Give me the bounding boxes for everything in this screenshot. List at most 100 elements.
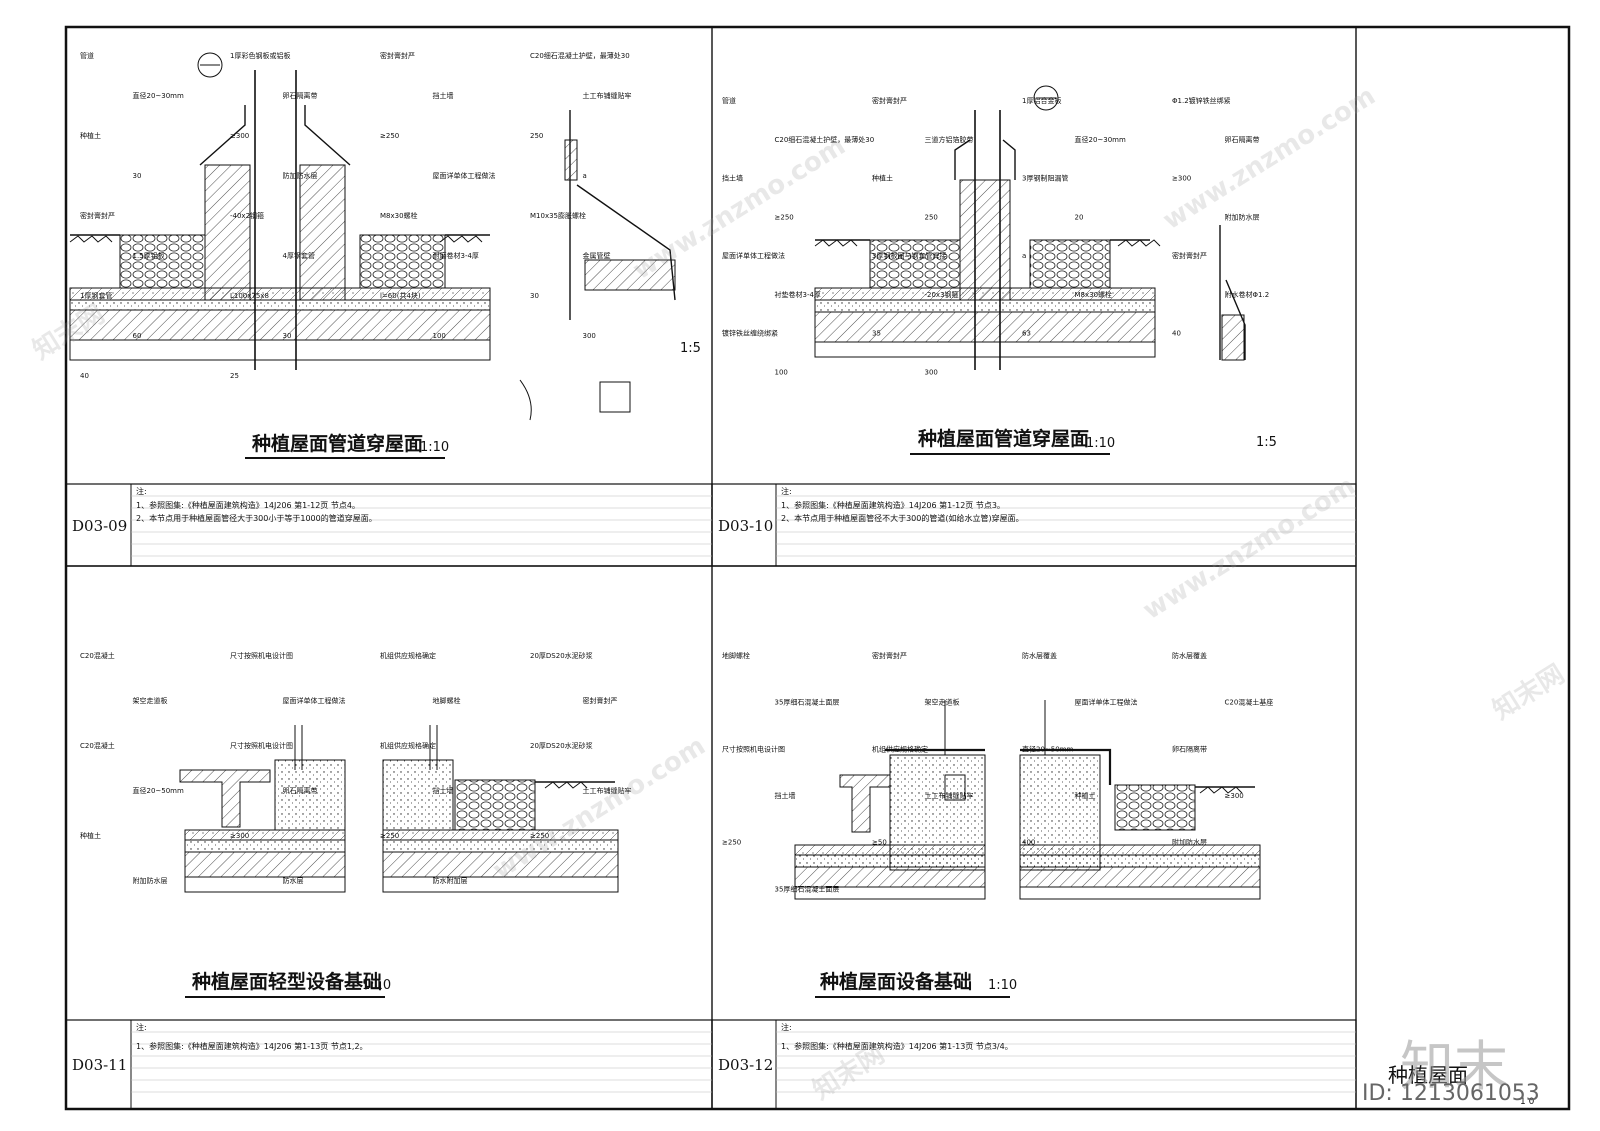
callout-label: ≥50 (872, 839, 887, 847)
callout-label: 3厚钢制阻漏管 (1022, 174, 1068, 183)
callout-label: 管道 (80, 51, 94, 60)
panel-title-d03-09: 种植屋面管道穿屋面 (251, 432, 423, 455)
callout-label: 30 (530, 292, 539, 300)
detail-scale-d03-09: 1:5 (680, 341, 701, 356)
callout-label: 架空走道板 (133, 696, 168, 705)
callout-label: 镀锌铁丝缠绕绑紧 (722, 329, 778, 338)
callout-label: 35厚细石混凝土面层 (775, 884, 840, 893)
callout-label: ≥300 (1225, 792, 1244, 800)
note-head-d03-10: 注: (781, 486, 792, 496)
callout-label: 土工布铺缝贴牢 (925, 791, 974, 800)
note-line: 1、参照图集:《种植屋面建筑构造》14J206 第1-13页 节点3/4。 (781, 1041, 1013, 1051)
callout-label: C20细石混凝土护壁，最薄处30 (530, 51, 630, 60)
callout-label: 密封膏封严 (872, 96, 907, 105)
callout-label: 地脚螺栓 (433, 696, 461, 705)
callout-label: 40 (80, 372, 89, 380)
note-line: 2、本节点用于种植屋面管径大于300小于等于1000的管道穿屋面。 (136, 513, 377, 523)
watermark-brand-logo: 知末 (1400, 1035, 1508, 1098)
callout-label: ≥250 (775, 213, 794, 221)
callout-label: 卵石隔离带 (283, 786, 318, 795)
callout-label: a (583, 172, 587, 180)
callout-label: 地脚螺栓 (722, 651, 750, 660)
callout-label: l=60(共4块) (380, 291, 421, 300)
callout-label: Φ1.2镀锌铁丝绑紧 (1172, 96, 1231, 105)
callout-label: 100 (433, 332, 446, 340)
panel-title-d03-12: 种植屋面设备基础 (819, 970, 972, 993)
sheet-frame (64, 25, 1571, 1111)
callout-label: 250 (925, 213, 938, 221)
note-head-d03-09: 注: (136, 486, 147, 496)
watermark-site: www.znzmo.com (1138, 471, 1361, 626)
callout-label: 屋面详单体工程做法 (283, 696, 346, 705)
panel-scale-d03-10: 1:10 (1086, 436, 1115, 451)
panel-scale-d03-12: 1:10 (988, 978, 1017, 993)
panel-title-d03-11: 种植屋面轻型设备基础 (191, 970, 382, 993)
watermark-site-cn: 知末网 (1488, 659, 1570, 726)
callout-label: 挡土墙 (775, 791, 796, 800)
sheet-title: 种植屋面 (1388, 1063, 1468, 1087)
panel-title-d03-10: 种植屋面管道穿屋面 (917, 427, 1089, 450)
callout-label: 屋面详单体工程做法 (1075, 698, 1138, 707)
callout-label: C20混凝土 (80, 651, 115, 660)
callout-label: 屋面详单体工程做法 (722, 251, 785, 260)
callout-label: 防水层 (283, 876, 304, 885)
callout-label: 直径20~50mm (133, 786, 184, 795)
panel-scale-d03-09: 1:10 (420, 440, 449, 455)
callout-label: 密封膏封严 (1172, 251, 1207, 260)
callout-label: 土工布铺缝贴牢 (583, 786, 632, 795)
callout-label: C20细石混凝土护壁，最薄处30 (775, 135, 875, 144)
note-head-d03-11: 注: (136, 1022, 147, 1032)
note-line: 1、参照图集:《种植屋面建筑构造》14J206 第1-13页 节点1,2。 (136, 1041, 368, 1051)
detail-drawing-d03-09 (69, 52, 676, 421)
callout-label: 300 (583, 332, 596, 340)
callout-label: 防水层覆盖 (1022, 651, 1057, 660)
callout-label: 挡土墙 (722, 174, 743, 183)
callout-label: 防水层覆盖 (1172, 651, 1207, 660)
sheet-number: 1 0 (1520, 1097, 1535, 1107)
callout-label: 土工布铺缝贴牢 (583, 91, 632, 100)
callout-label: M10x35膨胀螺栓 (530, 211, 586, 220)
callout-label: 4厚钢套管 (283, 251, 315, 260)
callout-label: a (1022, 252, 1026, 260)
callout-label: 耐磨卷材3-4厚 (433, 251, 479, 260)
detail-drawing-d03-12 (794, 700, 1261, 900)
callout-label: 架空走道板 (925, 698, 960, 707)
callout-label: 尺寸按照机电设计图 (230, 651, 293, 660)
callout-label: 25 (230, 372, 239, 380)
callout-label: 管道 (722, 96, 736, 105)
callout-label: 63 (1022, 330, 1031, 338)
callout-label: -40x2钢箍 (230, 211, 264, 220)
note-ruling (131, 495, 1356, 1093)
note-line: 1、参照图集:《种植屋面建筑构造》14J206 第1-12页 节点3。 (781, 500, 1005, 510)
callout-label: 屋面详单体工程做法 (433, 171, 496, 180)
note-head-d03-12: 注: (781, 1022, 792, 1032)
callout-label: -20x3钢箍 (925, 290, 959, 299)
callout-label: 附加防水层 (1225, 212, 1260, 221)
note-line: 2、本节点用于种植屋面管径不大于300的管道(如给水立管)穿屋面。 (781, 513, 1024, 523)
callout-label: C20混凝土 (80, 741, 115, 750)
panel-titles: 种植屋面管道穿屋面 1:10 1:5 种植屋面管道穿屋面 1:10 1:5 种植… (185, 341, 1277, 998)
callout-label: ≥250 (380, 832, 399, 840)
callout-label: ≥300 (230, 132, 249, 140)
callout-label: 金属管壁 (583, 251, 611, 260)
callout-label: 20厚DS20水泥砂浆 (530, 651, 593, 660)
callout-label: ≥250 (722, 839, 741, 847)
watermarks: www.znzmo.com www.znzmo.com www.znzmo.co… (28, 81, 1570, 1106)
panel-notes: D03-09 注: 1、参照图集:《种植屋面建筑构造》14J206 第1-12页… (72, 486, 1024, 1074)
callout-label: 1厚铝合金板 (1022, 96, 1061, 105)
callout-label: ≥300 (1172, 175, 1191, 183)
callout-label: 250 (530, 132, 543, 140)
callout-label: ≥250 (530, 832, 549, 840)
detail-code-d03-11: D03-11 (72, 1056, 127, 1074)
watermark-id: ID: 1213061053 (1362, 1081, 1540, 1106)
callout-label: 35厚细石混凝土面层 (775, 698, 840, 707)
callout-label: 防加防水层 (283, 171, 318, 180)
detail-scale-d03-10: 1:5 (1256, 435, 1277, 450)
callout-label: 直径20~30mm (1075, 135, 1126, 144)
callout-label: 35 (872, 330, 881, 338)
panel-scale-d03-11: 1:10 (362, 978, 391, 993)
callout-label: 20 (1075, 213, 1084, 221)
callout-label: 附加防水层 (133, 876, 168, 885)
title-block: 种植屋面 1 0 (1388, 1063, 1535, 1107)
